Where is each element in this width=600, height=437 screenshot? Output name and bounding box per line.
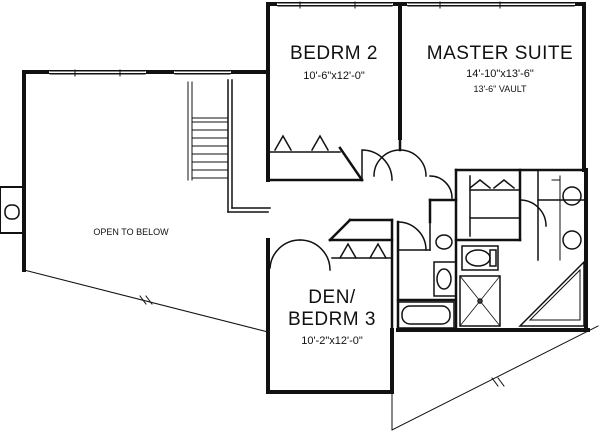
bathroom-fixtures [397,175,585,329]
fireplace [0,186,25,234]
window-marks [49,3,575,73]
staircase [187,81,229,181]
room-name-bedroom2: BEDRM 2 [290,43,378,64]
room-name-den-line1: DEN/ [308,287,356,308]
room-size-den: 10'-2"x12'-0" [301,335,363,347]
closet-doors [273,134,516,260]
room-name-open: OPEN TO BELOW [93,227,169,237]
room-name-master: MASTER SUITE [426,43,574,64]
roof-lines [23,269,599,431]
room-note-master: 13'-6" VAULT [473,84,527,94]
room-size-bedroom2: 10'-6"x12'-0" [303,70,365,82]
door-swings [269,149,547,271]
room-name-den-line2: BEDRM 3 [288,309,376,330]
room-size-master: 14'-10"x13'-6" [466,68,534,80]
